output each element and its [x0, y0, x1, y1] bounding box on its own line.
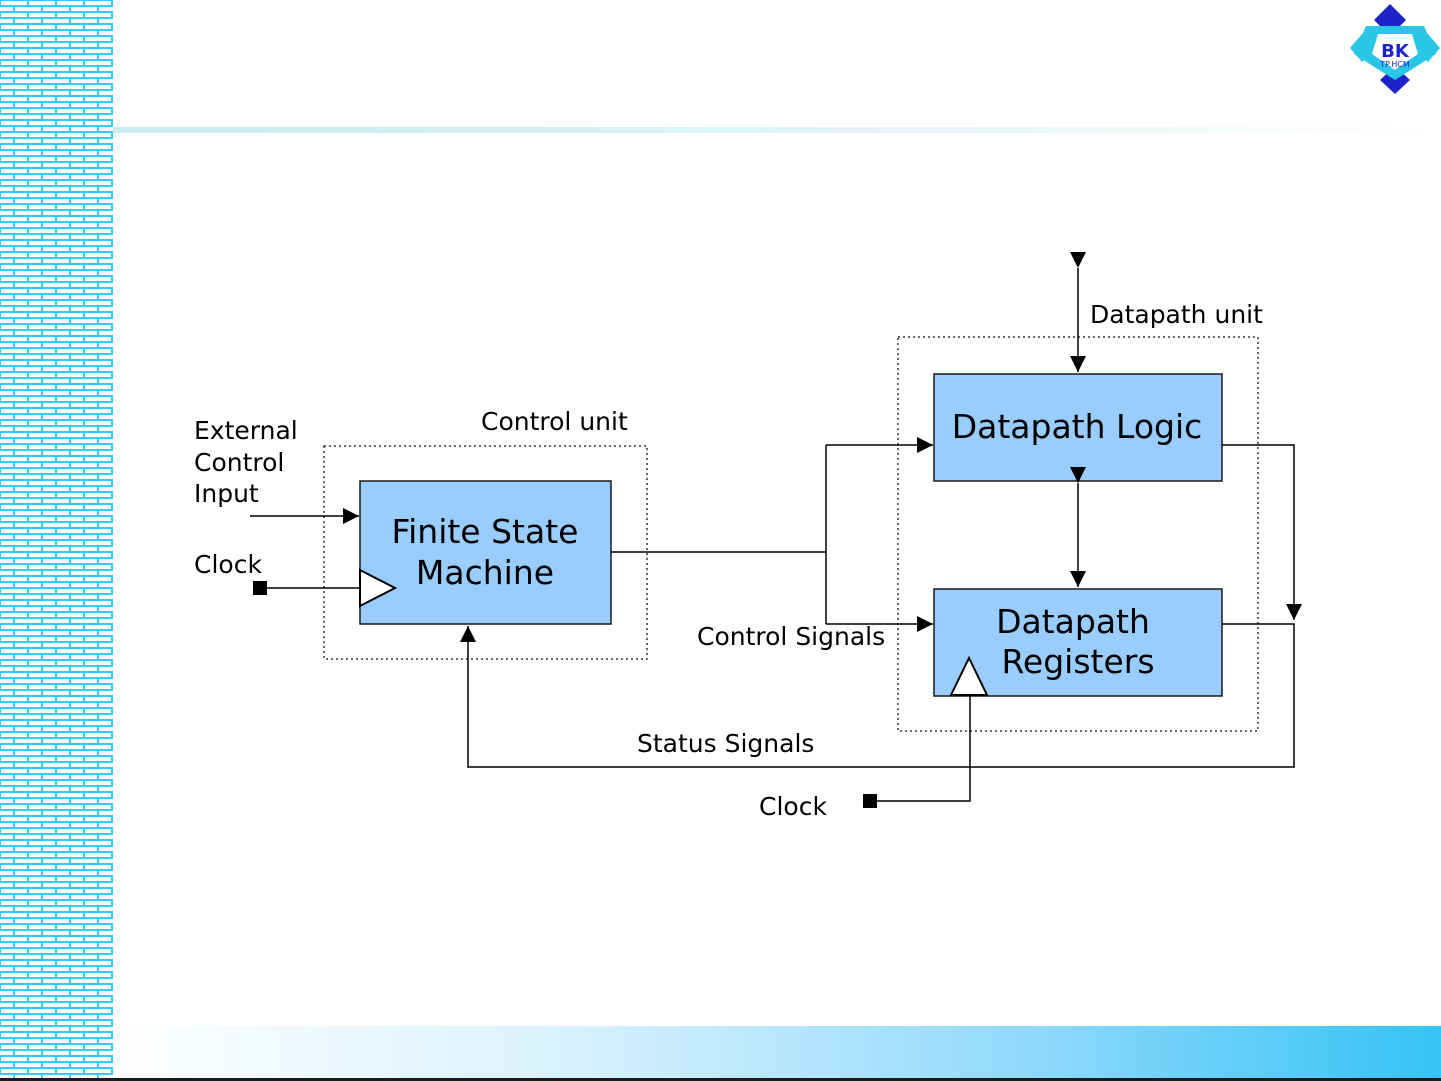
- clock-label-left: Clock: [194, 550, 262, 579]
- clock-terminal-bottom: [863, 794, 877, 808]
- datapath-registers-label-line1: Datapath: [996, 602, 1150, 641]
- external-input-label-line1: External: [194, 416, 298, 445]
- external-input-label-line2: Control: [194, 448, 284, 477]
- datapath-registers-label-line2: Registers: [1001, 642, 1154, 681]
- clock-terminal-left: [253, 581, 267, 595]
- clock-line-bottom: [877, 695, 970, 801]
- status-signals-label: Status Signals: [637, 729, 814, 758]
- fsm-label-line2: Machine: [416, 553, 554, 592]
- control-unit-label: Control unit: [481, 407, 628, 436]
- datapath-unit-label: Datapath unit: [1090, 300, 1263, 329]
- datapath-logic-label: Datapath Logic: [952, 407, 1203, 446]
- clock-label-bottom: Clock: [759, 792, 827, 821]
- external-input-label-line3: Input: [194, 479, 259, 508]
- control-signals-label: Control Signals: [697, 622, 885, 651]
- fsm-label-line1: Finite State: [392, 512, 579, 551]
